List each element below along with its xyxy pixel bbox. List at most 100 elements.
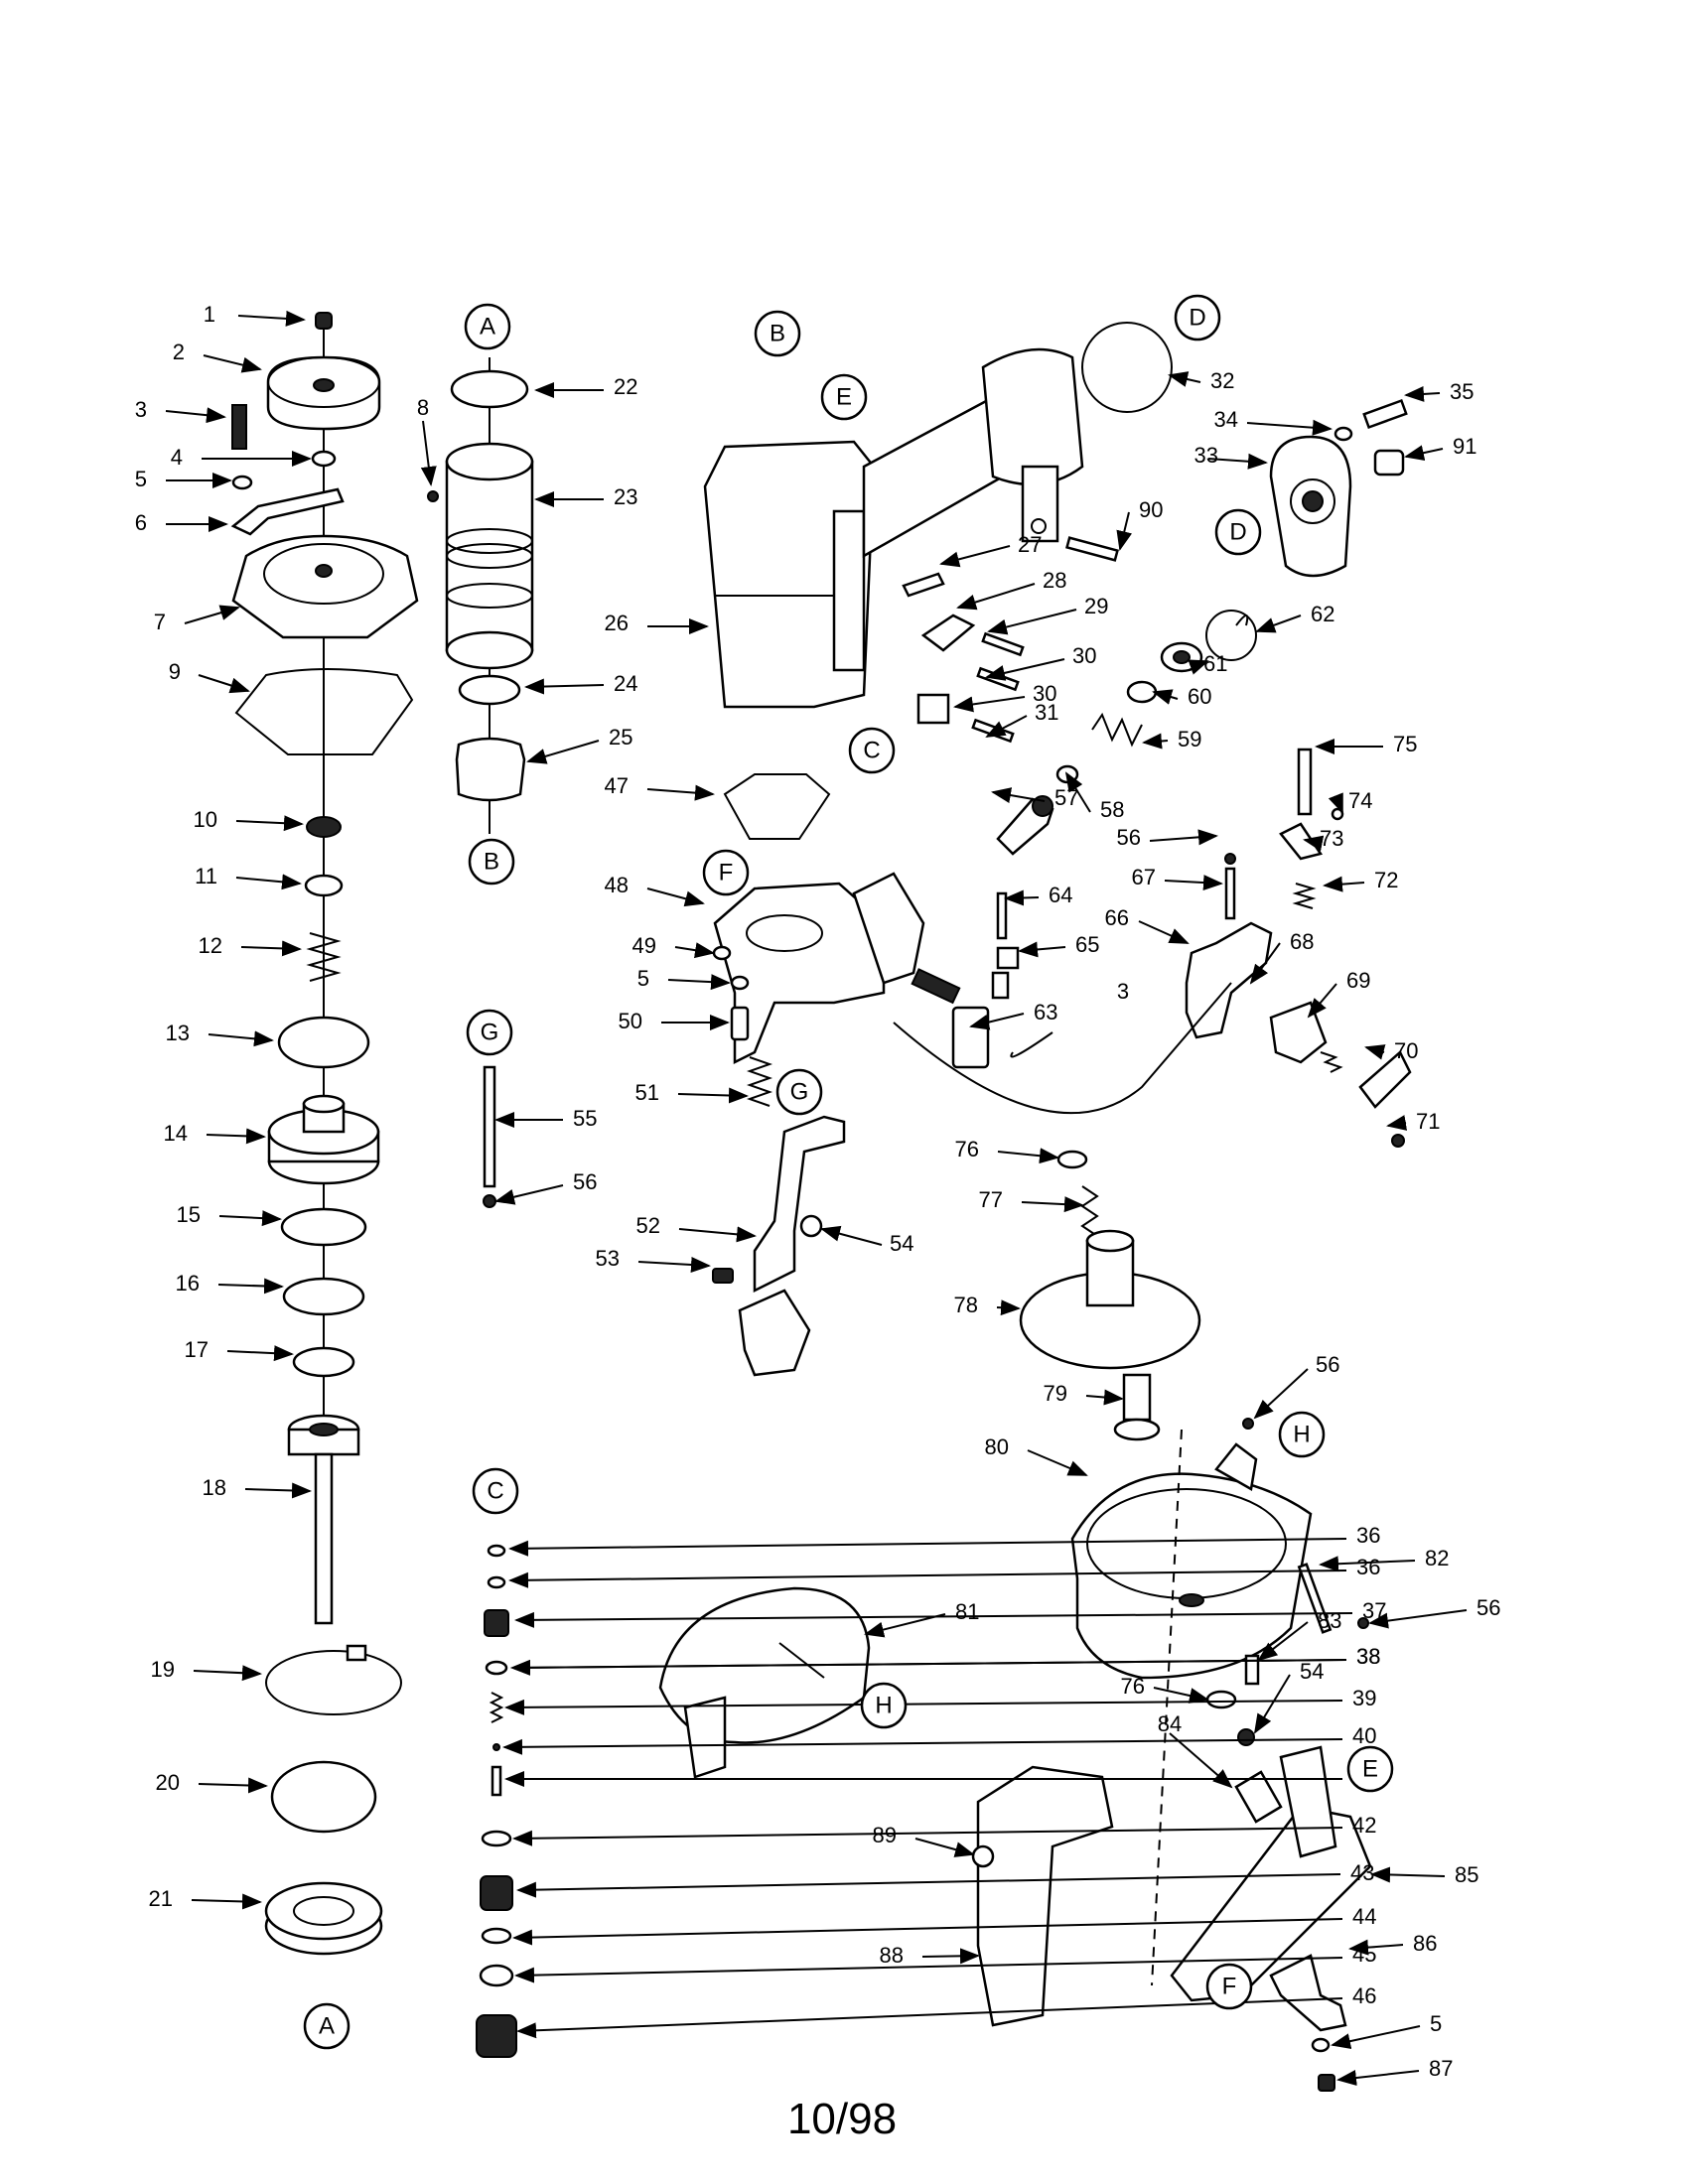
part-number-label: 45	[1352, 1942, 1376, 1967]
connector-circle	[1346, 1745, 1394, 1793]
part-number-label: 5	[637, 966, 649, 991]
part-number-label: 48	[605, 873, 629, 897]
callout-arrow	[508, 1538, 1347, 1557]
part-number-label: 80	[985, 1434, 1009, 1459]
part-number-label: 29	[1084, 594, 1108, 618]
part-number-label: 83	[1318, 1608, 1341, 1633]
callout-arrow	[1255, 614, 1302, 633]
part-number-label: 32	[1210, 368, 1234, 393]
part-number-label: 51	[635, 1080, 659, 1105]
part-number-label: 79	[1044, 1381, 1067, 1406]
callout-arrow	[678, 1226, 757, 1243]
callout-arrow	[240, 940, 302, 957]
part-number-label: 60	[1188, 684, 1211, 709]
callout-arrow	[191, 1893, 262, 1910]
part-number-label: 49	[632, 933, 656, 958]
left-assembly-drawing	[230, 312, 439, 1956]
callout-arrow	[1253, 1674, 1291, 1734]
callout-arrow	[637, 1257, 711, 1273]
part-number-label: 20	[156, 1770, 180, 1795]
callout-arrow	[198, 1777, 268, 1794]
part-number-label: 24	[614, 671, 637, 696]
connector-circle	[860, 1682, 908, 1729]
callout-arrow	[914, 1838, 975, 1857]
callout-arrow	[1364, 1044, 1386, 1060]
part-number-label: 88	[880, 1943, 904, 1968]
connector-letter: F	[1222, 1974, 1237, 2000]
part-number-label: 30	[1033, 681, 1056, 706]
part-number-label: 87	[1429, 2056, 1453, 2081]
callout-arrow	[514, 1957, 1343, 1983]
callout-arrow	[512, 1918, 1343, 1946]
callout-arrow	[526, 740, 600, 764]
part-number-label: 42	[1352, 1813, 1376, 1838]
part-number-label: 39	[1352, 1686, 1376, 1710]
part-number-label: 72	[1374, 868, 1398, 892]
callout-arrow	[1004, 889, 1040, 906]
callout-arrow	[203, 354, 262, 373]
callout-arrow	[217, 1278, 284, 1295]
part-number-label: 7	[154, 610, 166, 634]
nose-frame-drawing	[712, 748, 1412, 1377]
callout-arrow	[646, 887, 705, 907]
callout-arrow	[208, 1030, 274, 1047]
callout-arrow	[510, 1659, 1347, 1676]
callout-arrow	[1142, 733, 1169, 750]
part-number-label: 54	[890, 1231, 913, 1256]
part-number-label: 73	[1320, 826, 1343, 851]
part-number-label: 8	[417, 395, 429, 420]
callout-arrow	[1064, 771, 1091, 813]
part-number-label: 15	[177, 1202, 201, 1227]
callout-arrow	[512, 1827, 1343, 1846]
connector-circle	[1278, 1411, 1326, 1458]
callout-arrow	[1168, 371, 1201, 387]
part-number-label: 52	[636, 1213, 660, 1238]
date-code: 10/98	[786, 2095, 898, 2143]
callout-arrow	[1207, 453, 1268, 470]
callout-arrow	[987, 609, 1077, 635]
connector-letter: B	[770, 321, 785, 347]
part-number-label: 3	[1117, 979, 1129, 1004]
connector-letter: H	[875, 1693, 892, 1719]
callout-arrow	[237, 310, 306, 327]
callout-arrow	[1336, 2070, 1420, 2086]
callout-arrow	[1303, 835, 1325, 852]
callout-arrow	[1404, 385, 1441, 402]
connector-letter: D	[1189, 305, 1205, 332]
part-number-label: 78	[954, 1293, 978, 1317]
part-number-label: 5	[135, 467, 147, 491]
part-number-label: 37	[1362, 1598, 1386, 1623]
callout-arrow	[953, 696, 1026, 713]
connector-circle	[754, 310, 801, 357]
callout-arrow	[1164, 875, 1223, 891]
part-number-label: 56	[1316, 1352, 1339, 1377]
part-number-label: 21	[149, 1886, 173, 1911]
connector-letter: D	[1229, 519, 1246, 546]
part-number-label: 74	[1348, 788, 1372, 813]
connector-circle	[848, 727, 896, 774]
part-number-label: 59	[1178, 727, 1201, 751]
part-number-label: 85	[1455, 1862, 1478, 1887]
part-number-label: 5	[1430, 2011, 1442, 2036]
connector-circle	[820, 373, 868, 421]
connector-letter: C	[487, 1478, 503, 1505]
callout-arrow	[198, 674, 250, 694]
part-number-label: 86	[1413, 1931, 1437, 1956]
callout-arrow	[1249, 942, 1281, 985]
connector-letter: F	[719, 860, 734, 887]
part-number-label: 27	[1018, 532, 1042, 557]
part-number-label: 3	[135, 397, 147, 422]
callout-arrow	[996, 1299, 1021, 1316]
callout-arrow	[226, 1345, 294, 1362]
part-number-label: 82	[1425, 1546, 1449, 1570]
trigger-valve-drawing	[996, 610, 1257, 856]
callout-arrow	[985, 715, 1028, 738]
part-number-label: 34	[1214, 407, 1238, 432]
part-number-label: 4	[171, 445, 183, 470]
part-number-label: 36	[1356, 1555, 1380, 1579]
part-number-label: 35	[1450, 379, 1474, 404]
callout-arrow	[184, 605, 240, 624]
part-number-label: 25	[609, 725, 632, 750]
